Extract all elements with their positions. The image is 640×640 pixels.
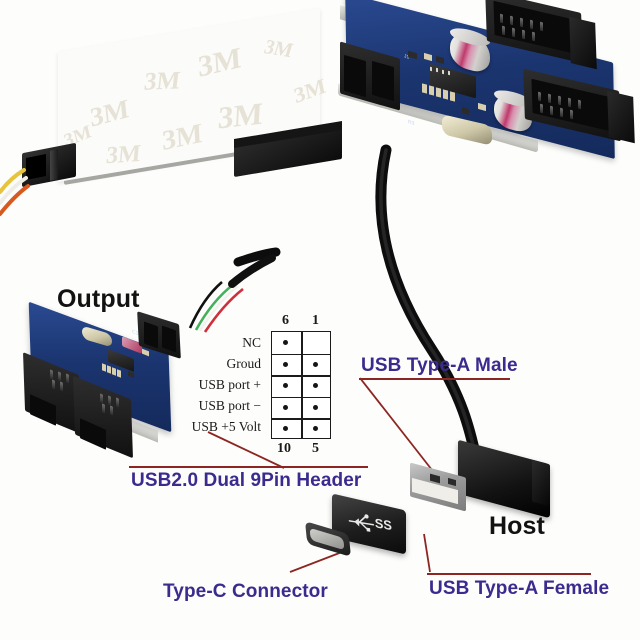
label-usb-type-a-male: USB Type-A Male — [361, 355, 518, 376]
pin-row-label: USB +5 Volt — [191, 419, 261, 434]
pin-dot — [283, 340, 288, 345]
label-usb-type-a-female: USB Type-A Female — [429, 578, 610, 599]
pin-dot — [283, 426, 288, 432]
pin-row-label: USB port − — [198, 398, 261, 413]
pin-number-bottom-left: 10 — [277, 441, 291, 456]
usb-c-adapter: SS — [304, 493, 416, 572]
pin-dot — [283, 404, 288, 410]
pcb-usb-header-board-bottom: J2 C1 — [16, 301, 181, 464]
pin-number-top-left: 6 — [282, 313, 289, 328]
superspeed-usb-logo: SS — [345, 506, 394, 536]
pin-dot — [283, 361, 288, 367]
pin-grid — [271, 331, 331, 439]
pin-dot — [283, 383, 288, 389]
label-type-c-connector: Type-C Connector — [163, 581, 328, 602]
pin-row-label: Groud — [226, 356, 262, 371]
superspeed-label: SS — [374, 515, 392, 533]
label-host: Host — [489, 512, 545, 540]
pin-dot — [313, 383, 318, 389]
pin-row-label: USB port + — [198, 377, 261, 392]
pin-row-label: NC — [242, 335, 261, 350]
pin-dot — [313, 404, 318, 410]
label-underline — [129, 466, 368, 468]
pin-number-top-right: 1 — [312, 313, 319, 328]
label-usb-header: USB2.0 Dual 9Pin Header — [131, 470, 362, 491]
label-underline — [359, 378, 510, 380]
pcb-usb-header-board-top: J1 U1 C2 R3 — [338, 0, 638, 178]
pin-dot — [313, 426, 318, 432]
pin-number-bottom-right: 5 — [312, 441, 319, 456]
label-output: Output — [57, 285, 140, 313]
label-underline — [427, 573, 591, 575]
pin-dot — [313, 361, 318, 367]
